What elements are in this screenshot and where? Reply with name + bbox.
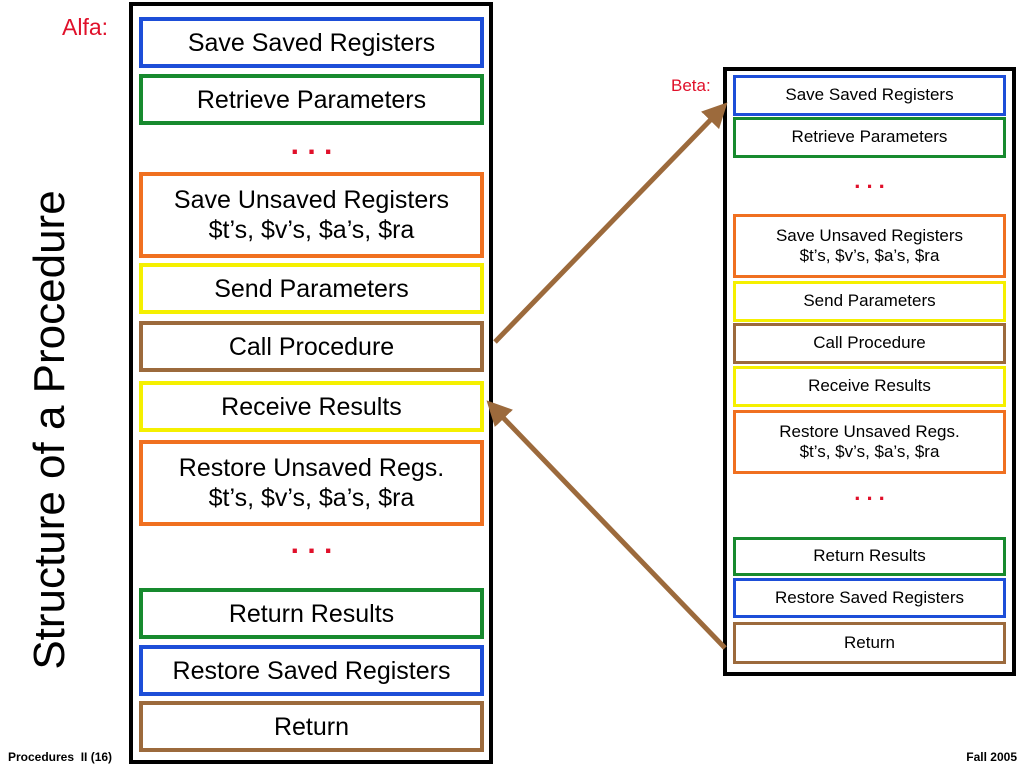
alfa-restore-unsaved-regs-box: Restore Unsaved Regs. $t’s, $v’s, $a’s, … (139, 440, 484, 526)
alfa-frame (129, 2, 493, 764)
alfa-retrieve-parameters-box: Retrieve Parameters (139, 74, 484, 125)
beta-return-box: Return (733, 622, 1006, 664)
beta-receive-results-box: Receive Results (733, 366, 1006, 407)
box-line: Save Unsaved Registers (775, 225, 964, 245)
box-line: $t’s, $v’s, $a’s, $ra (799, 442, 940, 461)
alfa-label: Alfa: (62, 14, 109, 40)
box-line: Receive Results (221, 392, 402, 421)
alfa-receive-results-box: Receive Results (139, 381, 484, 432)
box-line: Save Saved Registers (785, 85, 954, 105)
box-line: $t’s, $v’s, $a’s, $ra (208, 216, 415, 244)
alfa-return-box: Return (139, 701, 484, 752)
box-line: Save Saved Registers (187, 28, 436, 57)
beta-call-procedure-box: Call Procedure (733, 323, 1006, 364)
alfa-return-results-box: Return Results (139, 588, 484, 639)
beta-label: Beta: (671, 76, 711, 95)
footer-right: Fall 2005 (966, 750, 1017, 764)
alfa-save-unsaved-registers-box: Save Unsaved Registers $t’s, $v’s, $a’s,… (139, 172, 484, 258)
box-line: Return (843, 632, 896, 652)
alfa-save-saved-registers-box: Save Saved Registers (139, 17, 484, 68)
alfa-call-procedure-box: Call Procedure (139, 321, 484, 372)
beta-retrieve-parameters-box: Retrieve Parameters (733, 117, 1006, 158)
box-line: Save Unsaved Registers (173, 186, 450, 214)
alfa-send-parameters-box: Send Parameters (139, 263, 484, 314)
return-arrow (486, 400, 727, 650)
box-line: Return Results (813, 546, 926, 566)
box-line: Restore Saved Registers (775, 587, 964, 607)
box-line: Restore Saved Registers (172, 656, 451, 685)
box-line: Send Parameters (803, 291, 936, 311)
alfa-ellipsis-top: . . . (290, 128, 333, 161)
alfa-restore-saved-registers-box: Restore Saved Registers (139, 645, 484, 696)
call-arrow (493, 102, 728, 344)
beta-ellipsis-bottom: . . . (854, 480, 885, 505)
beta-save-saved-registers-box: Save Saved Registers (733, 75, 1006, 116)
beta-restore-unsaved-regs-box: Restore Unsaved Regs. $t’s, $v’s, $a’s, … (733, 410, 1006, 474)
beta-ellipsis-top: . . . (854, 168, 885, 193)
box-line: Send Parameters (214, 274, 409, 303)
box-line: Restore Unsaved Regs. (779, 421, 960, 441)
beta-return-results-box: Return Results (733, 537, 1006, 576)
alfa-ellipsis-bottom: . . . (290, 527, 333, 560)
box-line: Call Procedure (228, 332, 395, 361)
box-line: Receive Results (808, 376, 931, 396)
box-line: $t’s, $v’s, $a’s, $ra (799, 246, 940, 265)
beta-send-parameters-box: Send Parameters (733, 281, 1006, 322)
box-line: Return Results (228, 599, 395, 628)
box-line: Restore Unsaved Regs. (178, 454, 445, 482)
box-line: Call Procedure (813, 333, 926, 353)
box-line: Retrieve Parameters (791, 127, 948, 147)
box-line: $t’s, $v’s, $a’s, $ra (208, 484, 415, 512)
box-line: Return (273, 712, 350, 741)
beta-frame (723, 67, 1016, 676)
beta-save-unsaved-registers-box: Save Unsaved Registers $t’s, $v’s, $a’s,… (733, 214, 1006, 278)
beta-restore-saved-registers-box: Restore Saved Registers (733, 578, 1006, 618)
box-line: Retrieve Parameters (196, 85, 427, 114)
footer-left: Procedures II (16) (8, 750, 113, 764)
